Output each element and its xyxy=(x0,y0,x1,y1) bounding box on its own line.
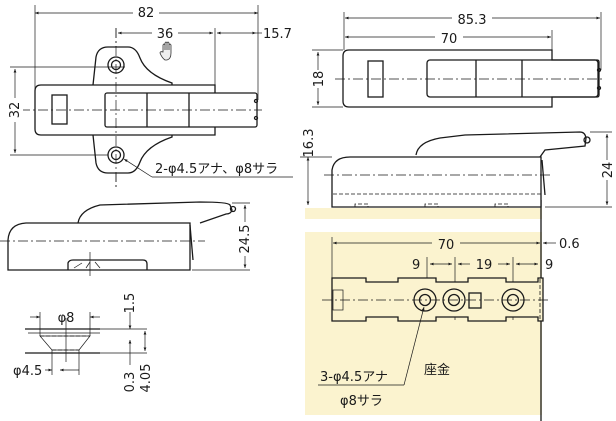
dim-width-label: 18 xyxy=(312,71,327,88)
mounting-surface xyxy=(305,200,542,421)
dim-body-label: 70 xyxy=(441,32,458,47)
dim-gap-label: 0.3 xyxy=(123,372,138,393)
dim-hole-dia-label: φ4.5 xyxy=(13,364,42,379)
dim-total-label: 85.3 xyxy=(458,13,487,28)
dim-pitch-2-label: 19 xyxy=(476,258,493,273)
dim-pitch-3-label: 9 xyxy=(545,258,553,273)
dim-countersink-dia-label: φ8 xyxy=(58,311,75,326)
washer-label: 座金 xyxy=(424,362,450,378)
dim-length-label: 70 xyxy=(438,238,455,253)
top-right-plan-view: 85.3 70 18 xyxy=(310,10,605,108)
dim-height-label: 24 xyxy=(601,162,616,179)
dim-base-label: 16.3 xyxy=(302,129,317,158)
top-left-plan-view: 82 36 15.7 32 2-φ4.5アナ、φ8サラ xyxy=(7,4,293,190)
hand-cursor-icon xyxy=(159,41,172,61)
dim-hole-pitch-label: 32 xyxy=(8,102,23,119)
dim-thickness-label: 4.05 xyxy=(139,364,154,393)
dim-top-label: 1.5 xyxy=(123,293,138,314)
countersink-detail: φ8 φ4.5 1.5 0.3 4.05 xyxy=(13,293,154,393)
washer-view: 70 0.6 9 19 9 3-φ4.5アナ φ8サラ 座金 xyxy=(318,236,580,409)
dim-pitch-1-label: 9 xyxy=(412,258,420,273)
hole-note: 2-φ4.5アナ、φ8サラ xyxy=(155,162,278,177)
dim-overhang-label: 15.7 xyxy=(263,27,292,42)
right-side-view: 16.3 24 xyxy=(300,129,616,208)
dim-hole-offset-label: 36 xyxy=(157,27,174,42)
hole-note-1: 3-φ4.5アナ xyxy=(320,370,388,385)
hole-note-2: φ8サラ xyxy=(340,394,383,409)
dim-height-label: 24.5 xyxy=(238,225,253,254)
dim-total-label: 82 xyxy=(138,6,155,21)
dim-offset-label: 0.6 xyxy=(559,237,580,252)
left-side-view: 24.5 xyxy=(0,201,253,276)
